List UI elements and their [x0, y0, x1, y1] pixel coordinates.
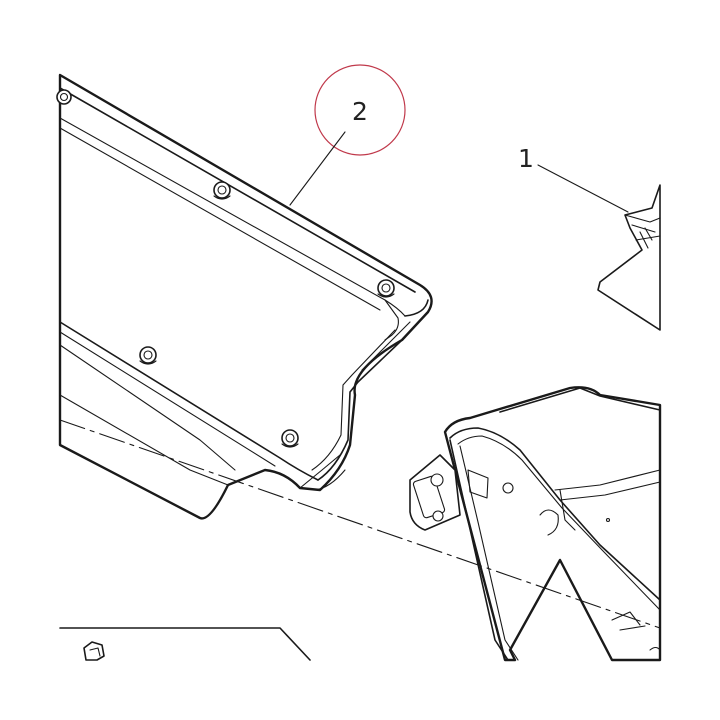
- stud-fastener-5: [281, 429, 299, 448]
- bracket-housing: [409, 386, 662, 662]
- clip-part: [59, 627, 311, 661]
- stud-fastener-4: [139, 346, 157, 365]
- trim-panel-part-2: [56, 73, 433, 520]
- callout-highlight-circle: [314, 64, 406, 156]
- callout-2: 2: [289, 64, 406, 206]
- callout-1: 1: [518, 144, 629, 213]
- callout-label-1: 1: [518, 144, 534, 173]
- stud-fastener-1: [56, 89, 72, 105]
- callout-label-2: 2: [352, 97, 368, 126]
- assembly-centerline: [59, 419, 661, 629]
- stud-fastener-2: [213, 181, 231, 200]
- leader-line-2: [289, 131, 346, 206]
- stud-fastener-3: [377, 279, 395, 298]
- component-part-1: [597, 184, 661, 331]
- leader-line-1: [537, 164, 629, 213]
